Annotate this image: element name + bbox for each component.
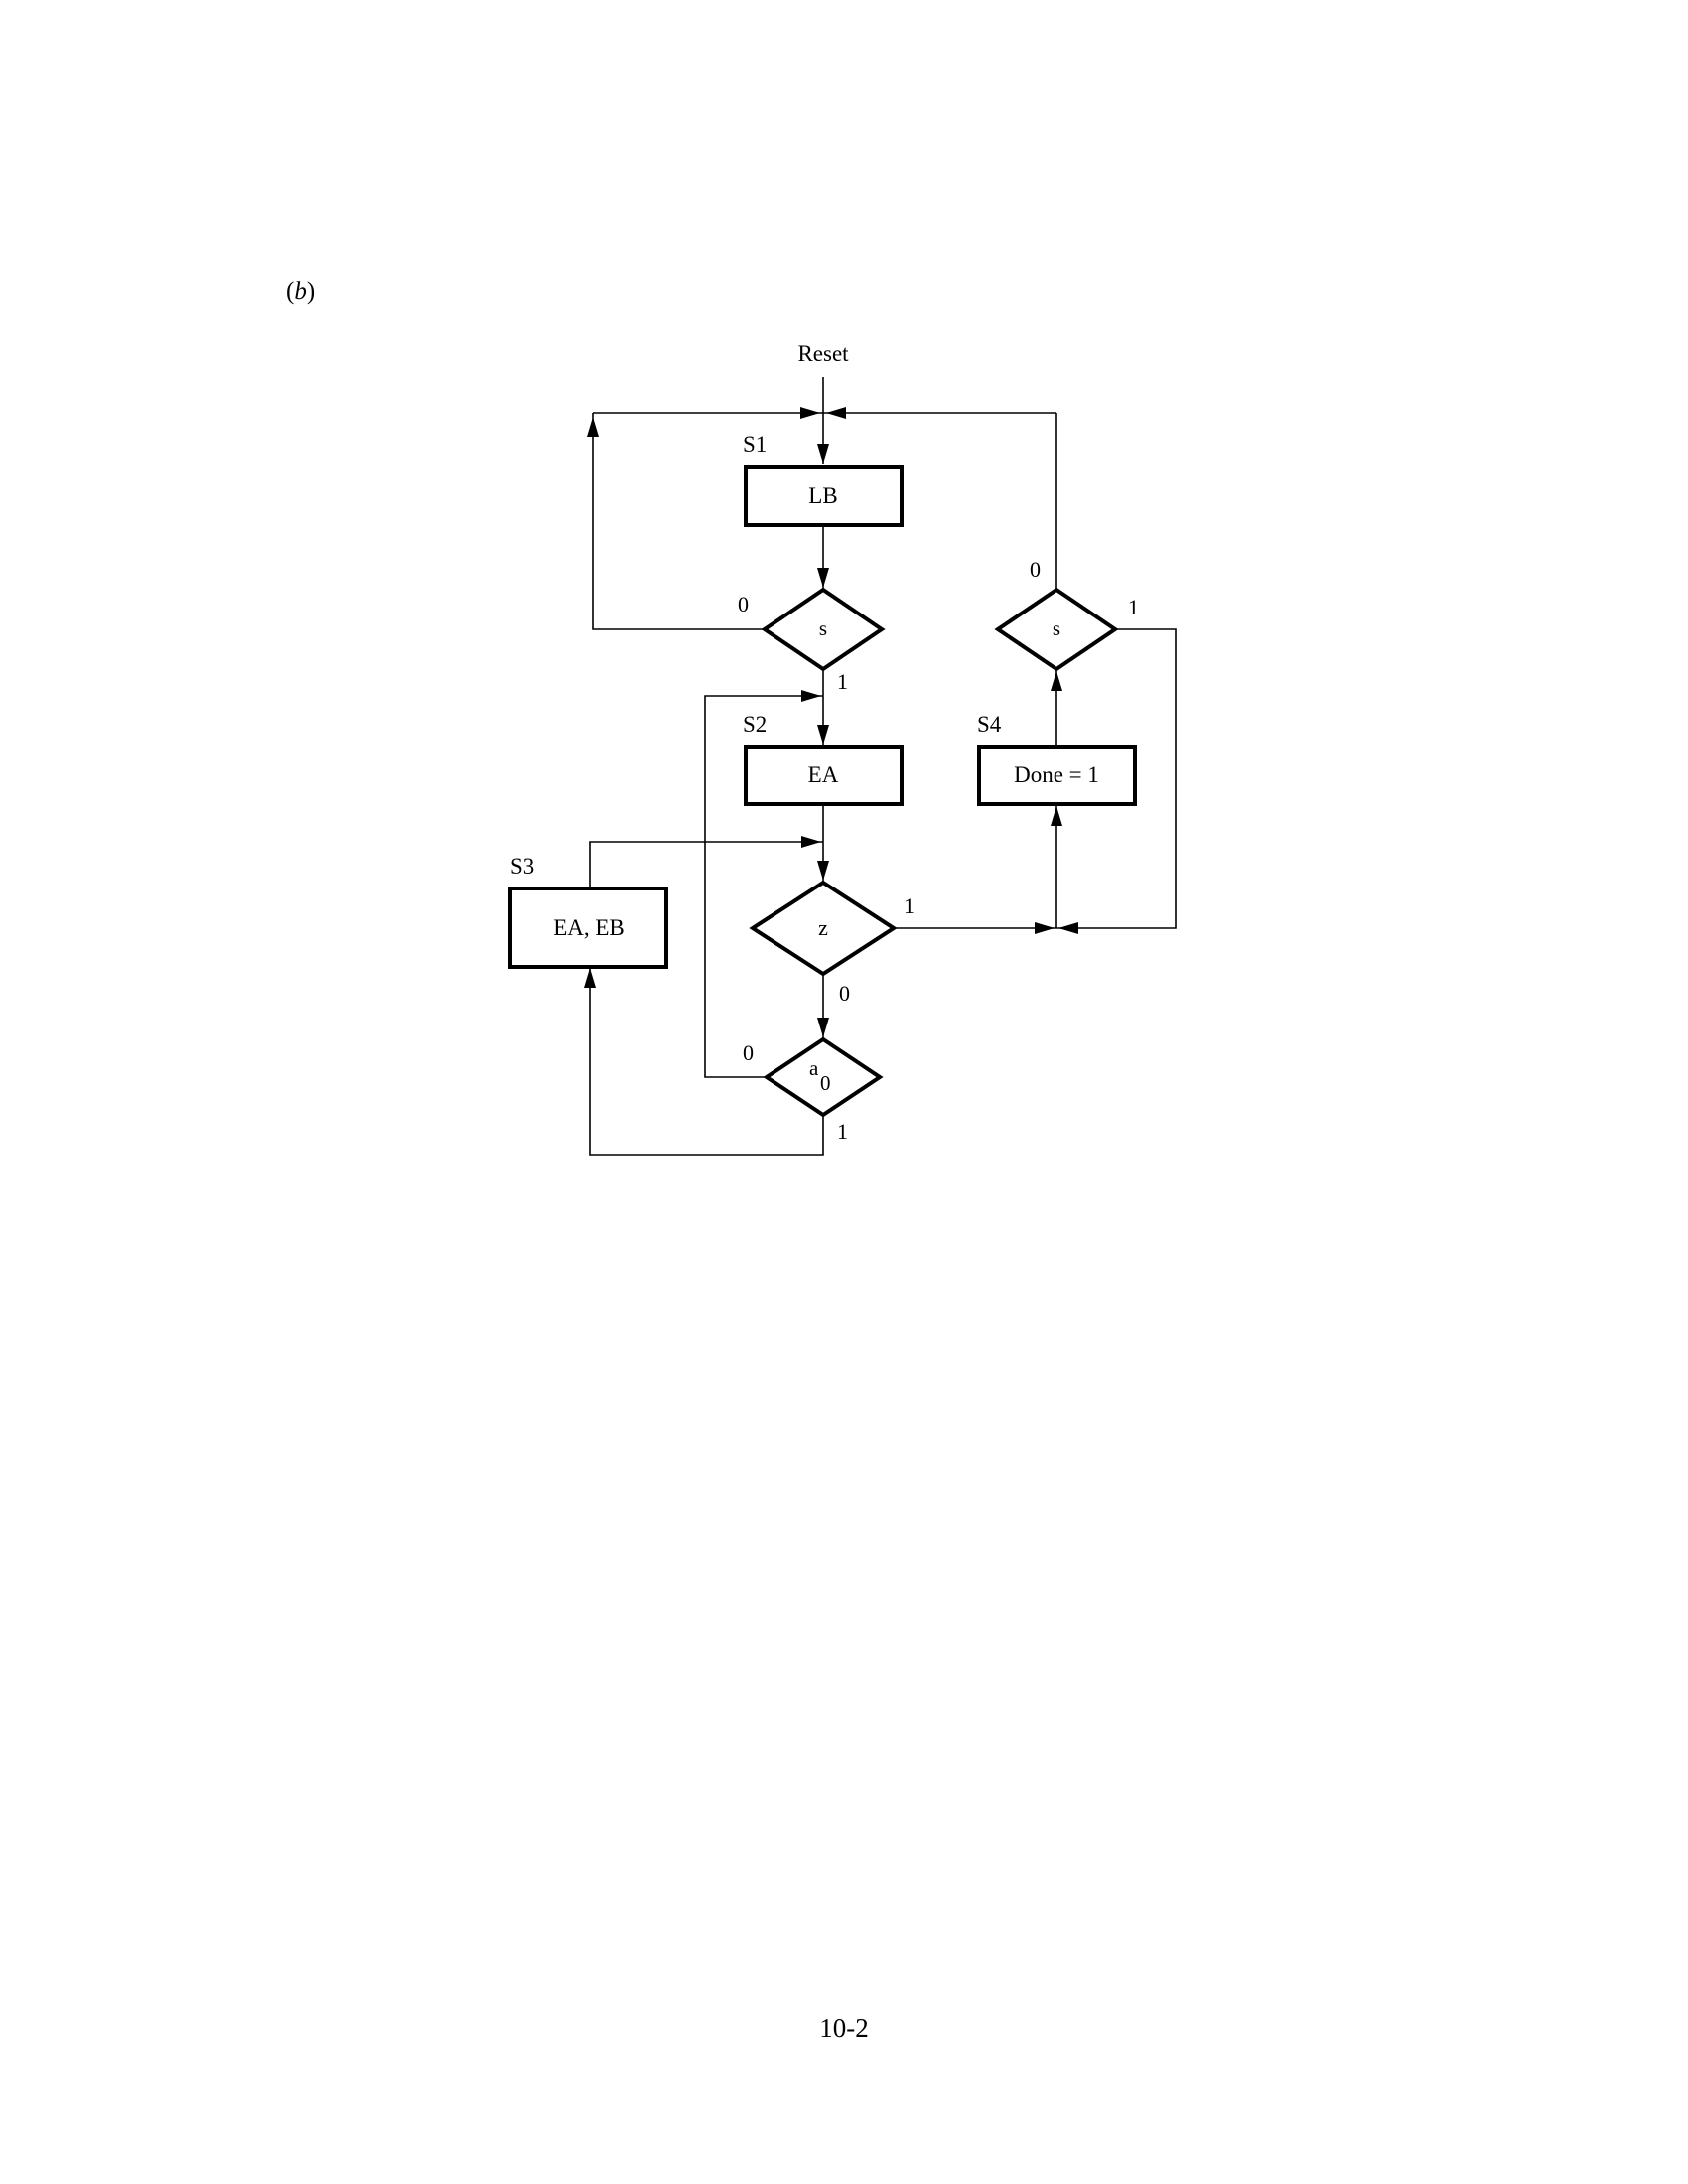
reset-label: Reset [797, 341, 849, 366]
z-decision-condition: z [818, 915, 828, 940]
s4-decision-arrowhead [1051, 671, 1062, 691]
a0-decision [763, 1036, 884, 1118]
a0-decision-condition: a [809, 1056, 819, 1080]
loop-up-arrowhead [587, 417, 599, 437]
s1-loop-0-line [592, 413, 763, 630]
a0-0-loop-line [704, 695, 823, 1078]
a0-decision-1-label: 1 [837, 1119, 848, 1144]
s3-state-box [508, 887, 668, 969]
a0-loop-arrowhead [801, 690, 821, 702]
s3-to-z-arrowhead [801, 836, 821, 848]
s4-state-action: Done = 1 [1014, 762, 1099, 787]
s1-decision-arrowhead [817, 568, 829, 588]
z-arrowhead [817, 861, 829, 881]
reset-arrowhead [817, 444, 829, 464]
s3-state-action: EA, EB [553, 915, 625, 940]
s2-state-action: EA [808, 762, 839, 787]
junction-right-arrowhead [1058, 922, 1078, 934]
s2-arrowhead [817, 725, 829, 745]
s1-state-action: LB [808, 483, 837, 508]
s1-state-box [744, 465, 904, 527]
s4-state-name: S4 [977, 712, 1002, 737]
s4-decision-1-label: 1 [1128, 595, 1139, 619]
part-label: (b) [286, 278, 316, 305]
s2-state-box [744, 745, 904, 806]
z-decision-1-label: 1 [904, 893, 914, 918]
s4-decision-condition: s [1053, 616, 1060, 640]
a0-1-to-s3-line [589, 968, 824, 1156]
page-number: 10-2 [819, 2013, 869, 2043]
s-decision-s4 [994, 587, 1119, 672]
s2-state-name: S2 [743, 712, 767, 737]
s-decision-s1 [761, 587, 886, 672]
s1-state-name: S1 [743, 432, 767, 457]
s4-loop-1-line [1056, 628, 1177, 929]
junction-left-arrowhead [1035, 922, 1055, 934]
s3-state-name: S3 [510, 854, 534, 879]
s3-to-z-line [589, 841, 823, 888]
s1-decision-0-label: 0 [738, 592, 749, 616]
s4-state-box [977, 745, 1137, 806]
z-decision-0-label: 0 [839, 981, 850, 1006]
a0-decision-0-label: 0 [743, 1040, 754, 1065]
loop-left-in-arrowhead [800, 407, 820, 419]
s4-arrowhead [1051, 806, 1062, 826]
a0-decision-subscript: 0 [820, 1071, 831, 1095]
s1-decision-1-label: 1 [837, 669, 848, 694]
s4-decision-0-label: 0 [1030, 557, 1041, 582]
a0-arrowhead [817, 1018, 829, 1037]
loop-right-in-arrowhead [826, 407, 846, 419]
s1-decision-condition: s [819, 616, 827, 640]
z-decision [749, 880, 898, 977]
s3-arrowhead [584, 968, 596, 988]
